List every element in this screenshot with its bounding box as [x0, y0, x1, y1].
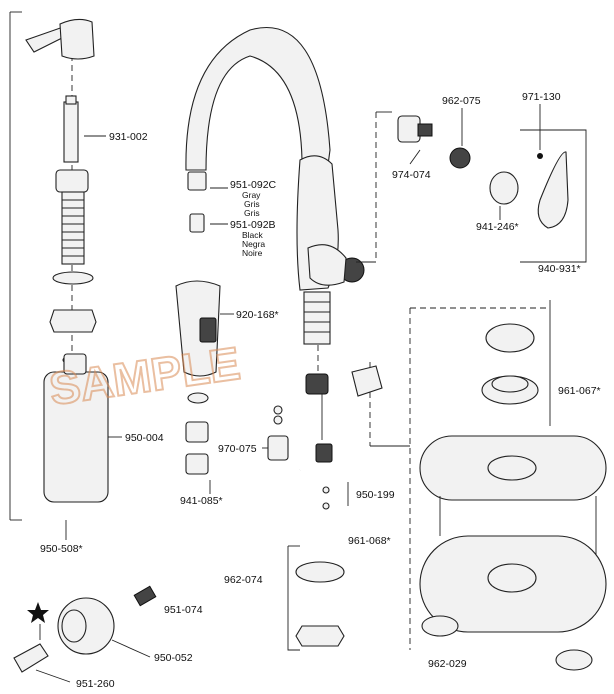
- handle-group: [356, 104, 587, 263]
- faucet-spout-group: [185, 27, 365, 463]
- mounting-nut-part: [49, 309, 97, 333]
- color-note-black-en: Black: [242, 230, 264, 240]
- part-label-961-068: 961-068*: [348, 535, 391, 547]
- threaded-stem-part: [303, 291, 331, 345]
- part-label-950-508: 950-508*: [40, 543, 83, 555]
- hose-connector-part: [187, 171, 207, 191]
- part-label-971-130: 971-130: [522, 91, 561, 103]
- plunger-part: [63, 101, 79, 163]
- part-label-970-075: 970-075: [218, 443, 257, 455]
- sprayer-part: [175, 280, 221, 377]
- aerator-part: [185, 421, 209, 443]
- part-label-961-067: 961-067*: [558, 385, 601, 397]
- part-label-974-074: 974-074: [392, 169, 431, 181]
- part-label-940-931: 940-931*: [538, 263, 581, 275]
- shank-top-part: [55, 169, 89, 193]
- part-label-951-260: 951-260: [76, 678, 115, 690]
- part-label-951-092c: 951-092C: [230, 179, 277, 191]
- weight-group: [13, 597, 151, 683]
- part-label-941-246: 941-246*: [476, 221, 519, 233]
- threaded-shank-part: [61, 191, 85, 265]
- part-label-920-168: 920-168*: [236, 309, 279, 321]
- star-icon: [27, 602, 49, 623]
- base-ring-part: [485, 323, 535, 353]
- part-label-950-004: 950-004: [125, 432, 164, 444]
- washer-part: [52, 271, 94, 285]
- part-label-962-075: 962-075: [442, 95, 481, 107]
- color-note-gray-en: Gray: [242, 190, 261, 200]
- spray-head-group: [175, 171, 234, 494]
- mounting-nut-left-part: [421, 615, 459, 637]
- soap-dispenser-group: [9, 11, 122, 540]
- part-label-950-199: 950-199: [356, 489, 395, 501]
- pump-head-part: [59, 18, 95, 60]
- mounting-nut-right-part: [555, 649, 593, 671]
- part-label-962-074: 962-074: [224, 574, 263, 586]
- sample-watermark: SAMPLE: [45, 336, 244, 416]
- handle-lever-part: [537, 151, 569, 229]
- deck-plate-group: [287, 300, 607, 671]
- part-label-931-002: 931-002: [109, 131, 148, 143]
- cartridge-part: [397, 115, 421, 143]
- part-labels: 931-002 950-004 950-508* 951-092C Gray G…: [40, 91, 601, 690]
- escutcheon-part: [489, 171, 519, 205]
- part-label-950-052: 950-052: [154, 652, 193, 664]
- part-label-951-092b: 951-092B: [230, 219, 276, 231]
- washer-large-part: [295, 561, 345, 583]
- part-label-962-029: 962-029: [428, 658, 467, 670]
- color-note-black-fr: Noire: [242, 248, 263, 258]
- hose-fitting-part: [267, 435, 289, 461]
- bonnet-nut-part: [449, 147, 471, 169]
- color-note-gray-fr: Gris: [244, 208, 260, 218]
- part-label-951-074: 951-074: [164, 604, 203, 616]
- part-label-941-085: 941-085*: [180, 495, 223, 507]
- svg-text:SAMPLE: SAMPLE: [46, 337, 243, 415]
- color-note-black-es: Negra: [242, 239, 265, 249]
- color-note-gray-es: Gris: [244, 199, 260, 209]
- hex-nut-part: [295, 625, 345, 647]
- hose-group: [133, 405, 303, 607]
- quick-connect-part: [13, 643, 49, 673]
